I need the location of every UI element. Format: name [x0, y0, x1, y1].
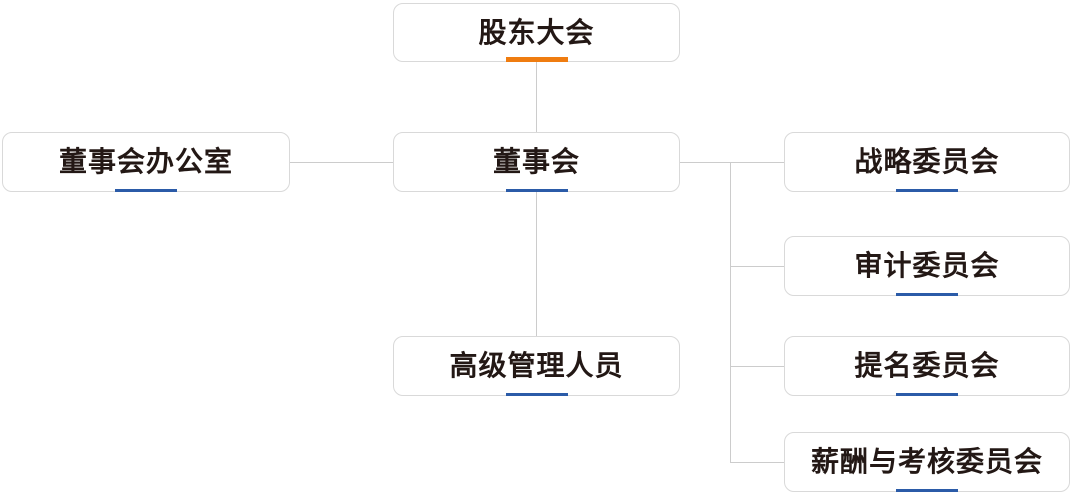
node-audit-committee: 审计委员会	[784, 236, 1070, 296]
accent-underline	[896, 489, 958, 492]
connector-branch-nomination-committee	[730, 366, 784, 367]
node-label: 董事会办公室	[58, 146, 233, 177]
node-strategy-committee: 战略委员会	[784, 132, 1070, 192]
node-senior-management: 高级管理人员	[393, 336, 680, 396]
accent-underline	[505, 393, 568, 396]
connector-committee-trunk	[730, 162, 731, 462]
node-board-of-directors: 董事会	[393, 132, 680, 192]
node-label: 股东大会	[478, 16, 595, 48]
node-label: 薪酬与考核委员会	[810, 446, 1043, 477]
node-remuneration-appraisal-committee: 薪酬与考核委员会	[784, 432, 1070, 492]
node-nomination-committee: 提名委员会	[784, 336, 1070, 396]
connector-branch-remuneration-committee	[730, 462, 784, 463]
connector-branch-audit-committee	[730, 266, 784, 267]
connector-shareholders-board	[536, 62, 537, 132]
connector-board-office-board	[290, 162, 393, 163]
accent-underline	[896, 393, 958, 396]
node-shareholders-meeting: 股东大会	[393, 3, 680, 62]
node-label: 董事会	[492, 146, 580, 177]
connector-board-senior-management	[536, 192, 537, 336]
accent-underline	[115, 189, 177, 192]
node-label: 审计委员会	[854, 250, 1000, 281]
connector-board-strategy-committee	[680, 162, 784, 163]
node-label: 提名委员会	[854, 350, 1000, 381]
accent-underline	[505, 189, 568, 192]
accent-underline	[505, 57, 568, 62]
accent-underline	[896, 293, 958, 296]
node-label: 战略委员会	[854, 146, 1000, 177]
accent-underline	[896, 189, 958, 192]
node-board-office: 董事会办公室	[2, 132, 290, 192]
node-label: 高级管理人员	[449, 350, 624, 381]
